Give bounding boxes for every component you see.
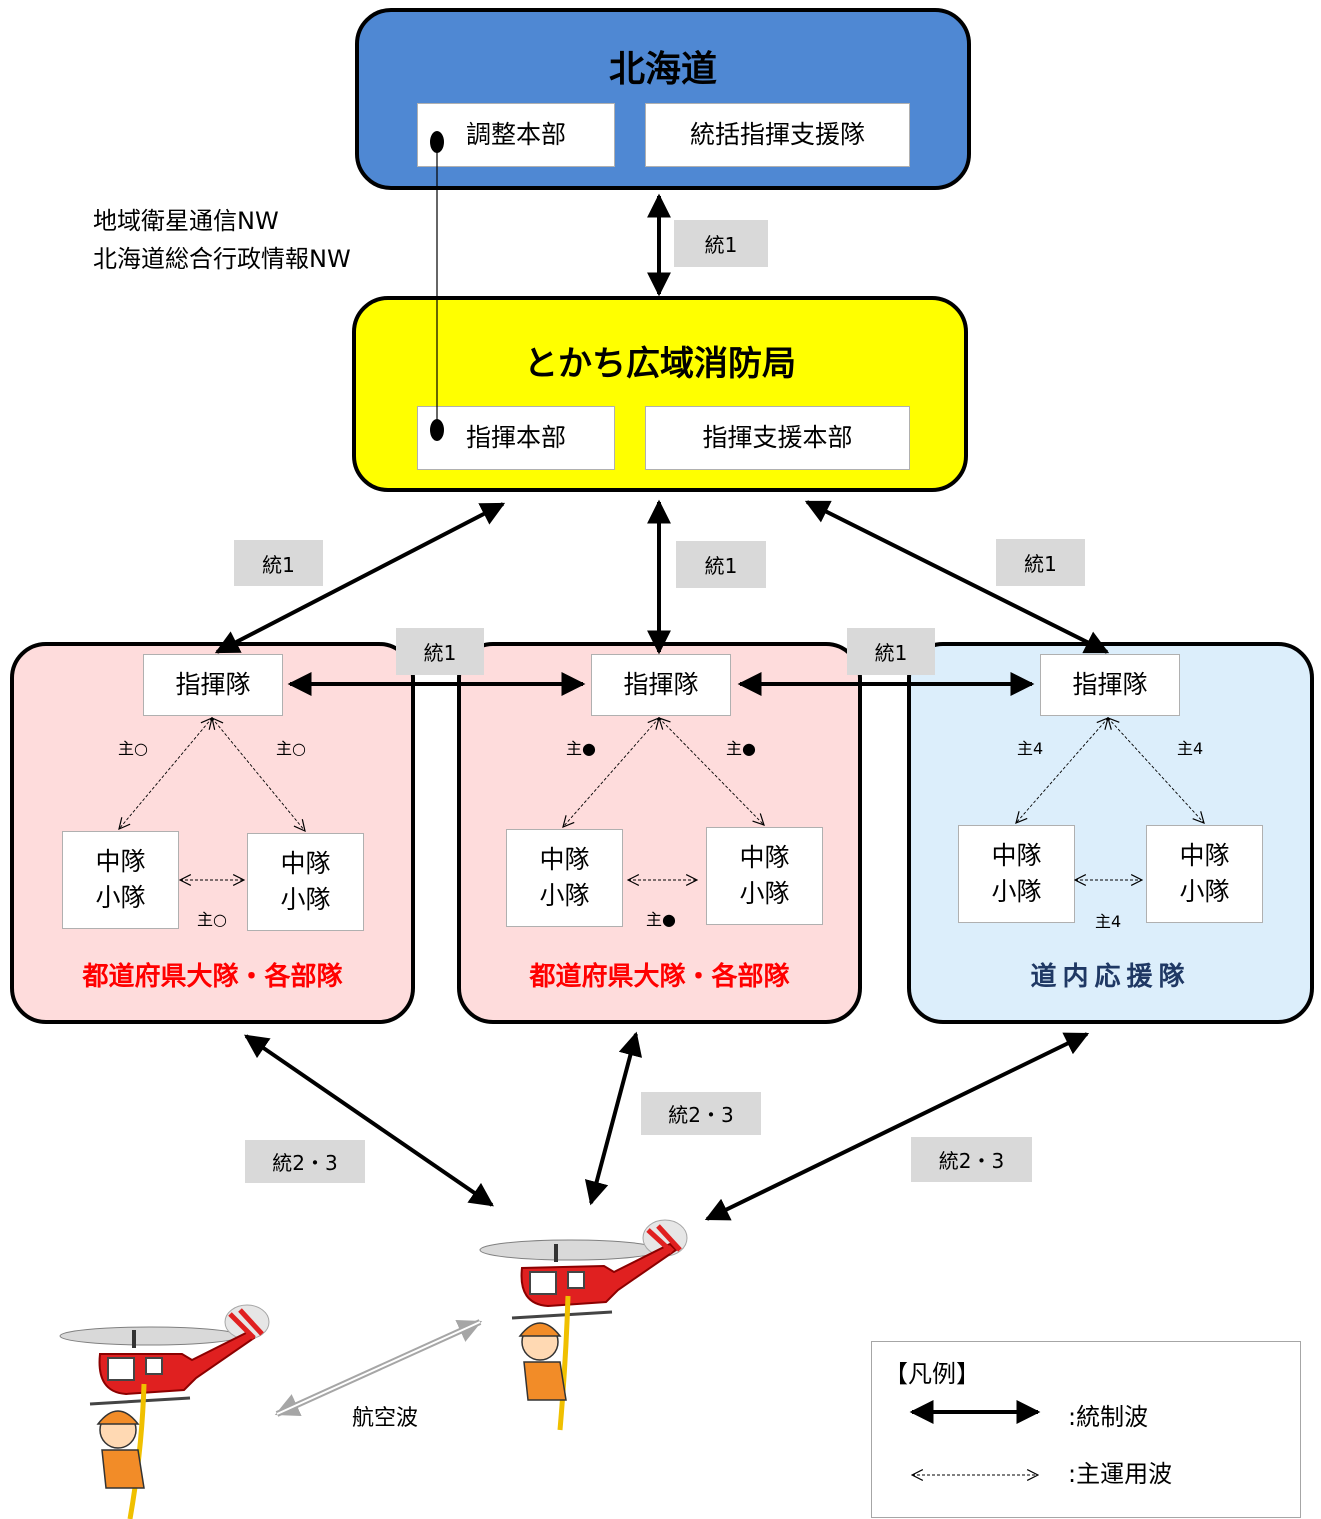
command-support-hq-box: 指揮支援本部 (645, 406, 910, 470)
sub-unit-box-2-left: 中隊 小隊 (506, 829, 623, 927)
control-wave-arrow (704, 1032, 1090, 1221)
control-wave-arrow (244, 1034, 494, 1207)
sub-unit-box-3-right: 中隊 小隊 (1146, 825, 1263, 923)
rescue-helicopter-icon (479, 1219, 688, 1431)
command-unit-box-3: 指揮隊 (1040, 654, 1180, 716)
network-label-satellite: 地域衛星通信NW (93, 207, 279, 235)
unit-footer-3: 道内応援隊 (1030, 962, 1191, 992)
command-hq-box: 指揮本部 (417, 406, 615, 470)
legend-control-wave-label: :統制波 (1068, 1403, 1149, 1431)
sub-unit-box-3-left: 中隊 小隊 (958, 825, 1075, 923)
main-wave-arrow (1108, 718, 1204, 823)
main-wave-arrow (119, 718, 212, 829)
main-wave-arrow (659, 718, 764, 825)
link-label-control: 統1 (676, 541, 766, 588)
control-wave-arrow (214, 502, 506, 654)
freq-label: 主● (646, 910, 676, 929)
tokachi-title: とかち広域消防局 (524, 344, 796, 384)
control-wave-arrow (584, 1031, 643, 1206)
hokkaido-title: 北海道 (608, 49, 717, 90)
aviation-wave-arrow (274, 1319, 483, 1417)
rescue-helicopter-icon (59, 1304, 270, 1519)
legend: 【凡例】 :統制波 :主運用波 (871, 1341, 1301, 1518)
control-wave-arrow (804, 500, 1110, 654)
sub-unit-box-2-right: 中隊 小隊 (706, 827, 823, 925)
network-link (430, 131, 444, 441)
legend-main-wave-label: :主運用波 (1068, 1460, 1173, 1488)
sub-unit-box-1-right: 中隊 小隊 (247, 833, 364, 931)
general-command-support-box: 統括指揮支援隊 (645, 103, 910, 167)
freq-label: 主4 (1095, 912, 1122, 931)
main-wave-arrow (563, 718, 659, 827)
main-wave-arrow (212, 718, 305, 831)
command-unit-box-2: 指揮隊 (591, 654, 731, 716)
unit-footer-2: 都道府県大隊・各部隊 (529, 962, 790, 992)
legend-title: 【凡例】 (884, 1360, 980, 1388)
freq-label: 主○ (197, 910, 227, 929)
main-wave-arrow (1016, 718, 1108, 823)
network-label-admin: 北海道総合行政情報NW (93, 245, 351, 273)
link-label-control: 統1 (674, 220, 768, 267)
sub-unit-box-1-left: 中隊 小隊 (62, 831, 179, 929)
unit-footer-1: 都道府県大隊・各部隊 (82, 962, 343, 992)
coordination-hq-box: 調整本部 (417, 103, 615, 167)
command-unit-box-1: 指揮隊 (143, 654, 283, 716)
